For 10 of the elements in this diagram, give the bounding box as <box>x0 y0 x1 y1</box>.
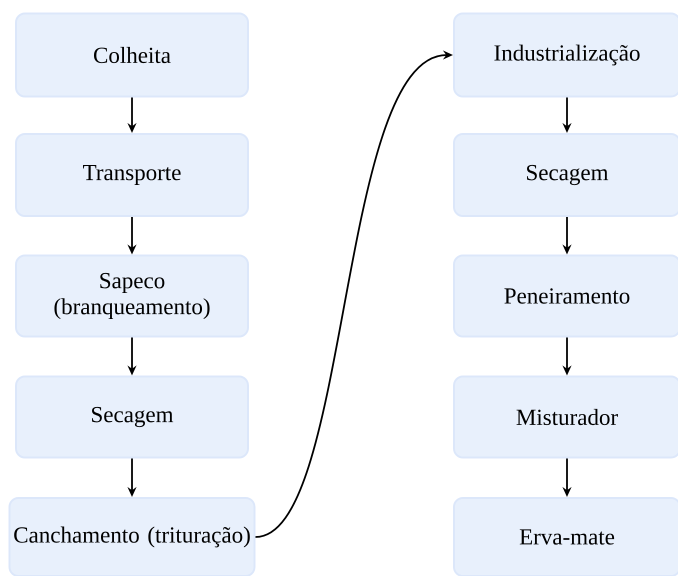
process-box: Secagem <box>453 133 678 217</box>
process-box: Misturador <box>453 376 678 458</box>
process-box: Industrialização <box>453 12 678 98</box>
process-box: Sapeco (branqueamento) <box>15 254 249 338</box>
process-box: Canchamento (trituração) <box>8 497 256 576</box>
process-box: Secagem <box>15 376 249 458</box>
process-box: Peneiramento <box>453 254 678 338</box>
process-box: Transporte <box>15 133 249 217</box>
process-box: Erva-mate <box>453 497 678 576</box>
process-box: Colheita <box>15 12 249 98</box>
